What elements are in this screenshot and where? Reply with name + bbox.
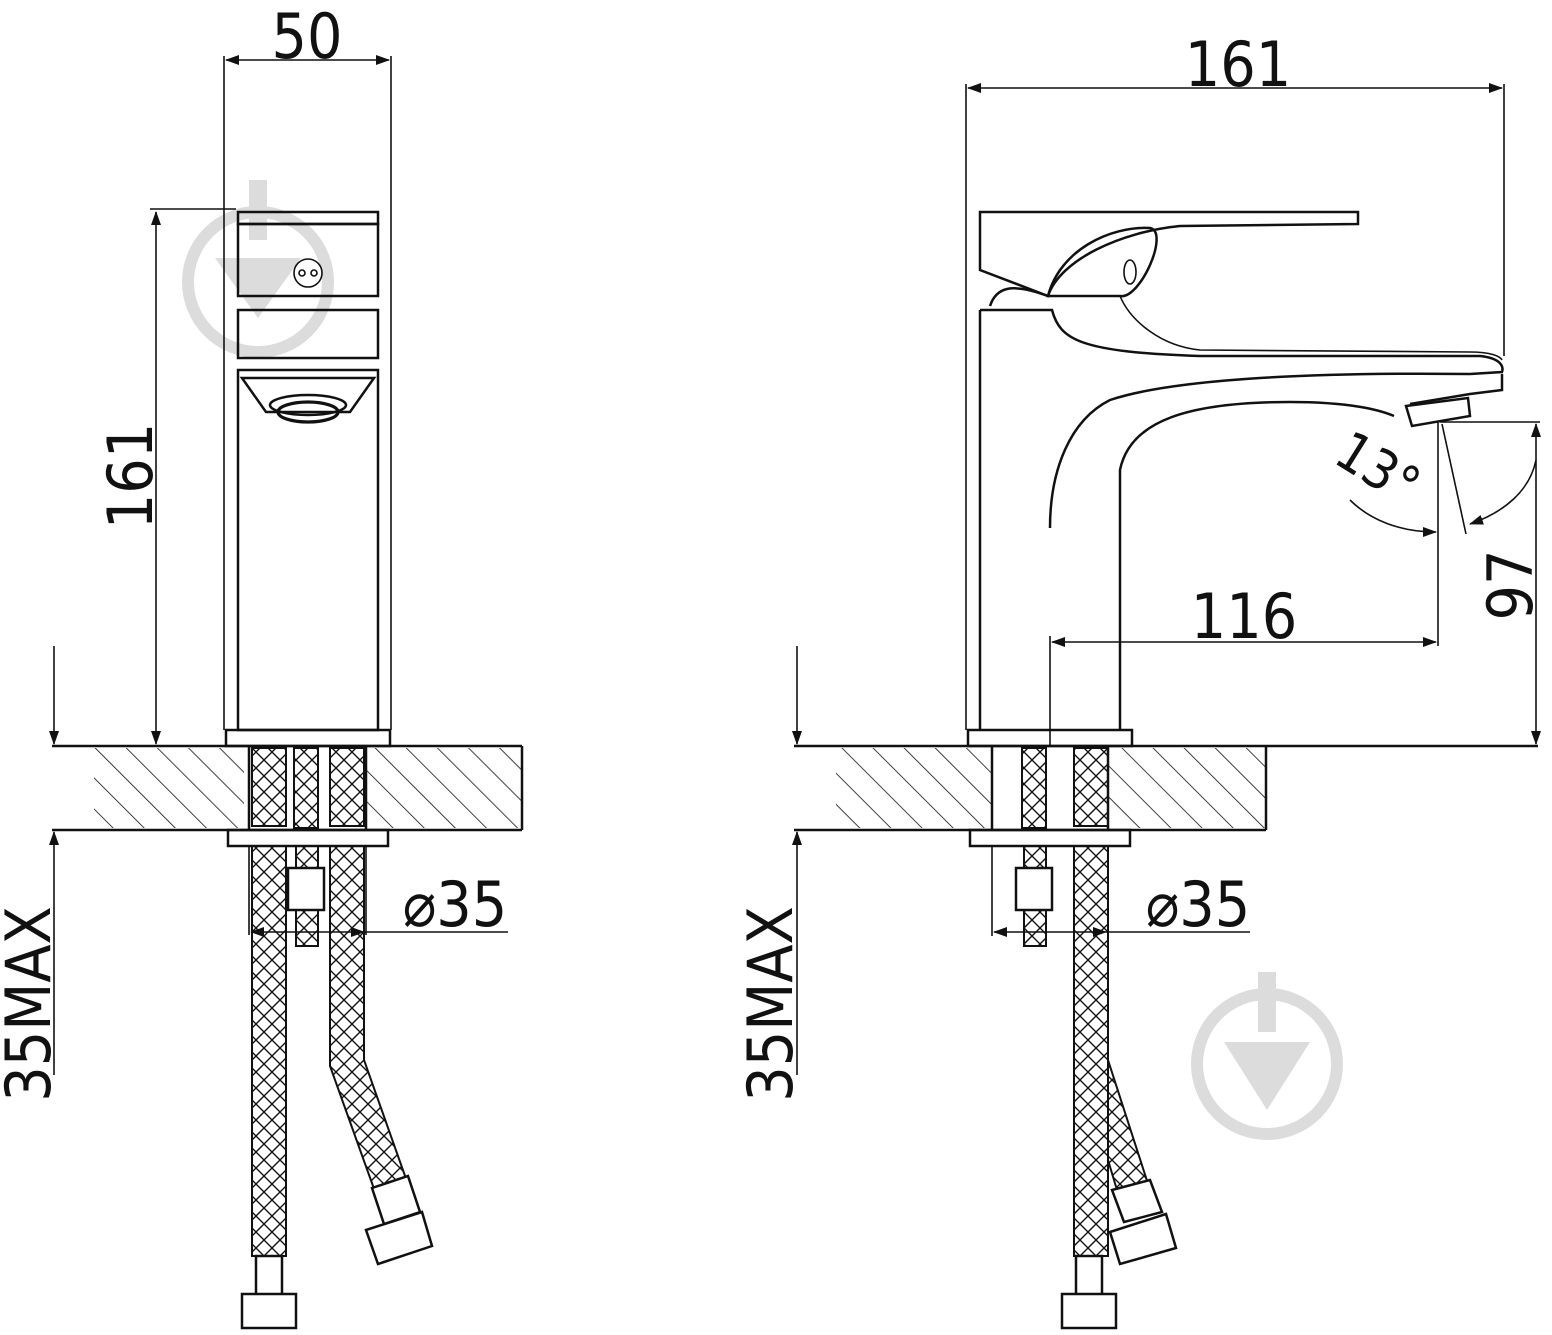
dimension-hole-side: ⌀35 <box>991 846 1251 941</box>
width-dimension-text: 50 <box>272 0 343 73</box>
faucet-watermark-icon <box>1191 972 1343 1140</box>
counter-thickness-text: 35MAX <box>734 906 807 1101</box>
supply-hoses-front <box>226 747 434 1330</box>
faucet-body-front <box>224 210 392 748</box>
faucet-body-side <box>966 210 1504 748</box>
angle-dimension-text: 13° <box>1325 419 1431 518</box>
hole-diameter-text: ⌀35 <box>403 868 508 941</box>
dimension-counter-front: 35MAX <box>0 646 65 1102</box>
dimension-length-161: 161 <box>965 28 1505 730</box>
front-view: 50 161 35MAX ⌀35 <box>0 0 524 1330</box>
length-dimension-text: 161 <box>1185 28 1291 101</box>
dimension-height-161-front: 161 <box>94 208 236 745</box>
dimension-reach-116: 116 <box>1049 422 1439 746</box>
countertop-section <box>52 744 524 832</box>
dimension-width-50: 50 <box>223 0 392 730</box>
counter-thickness-text: 35MAX <box>0 906 65 1101</box>
dimension-hole-front: ⌀35 <box>248 846 508 941</box>
dimension-angle-13: 13° <box>1325 419 1537 537</box>
dimension-counter-side: 35MAX <box>734 646 807 1102</box>
height-dimension-text: 161 <box>94 423 167 529</box>
supply-hoses-side <box>968 747 1178 1330</box>
side-view: 161 116 97 13° 35MAX <box>734 28 1547 1330</box>
dimension-spout-height-97: 97 <box>1440 421 1547 745</box>
faucet-watermark-icon <box>182 180 334 358</box>
spout-height-text: 97 <box>1474 550 1547 621</box>
hole-diameter-text: ⌀35 <box>1146 868 1251 941</box>
countertop-section <box>794 744 1538 832</box>
reach-dimension-text: 116 <box>1191 580 1297 653</box>
